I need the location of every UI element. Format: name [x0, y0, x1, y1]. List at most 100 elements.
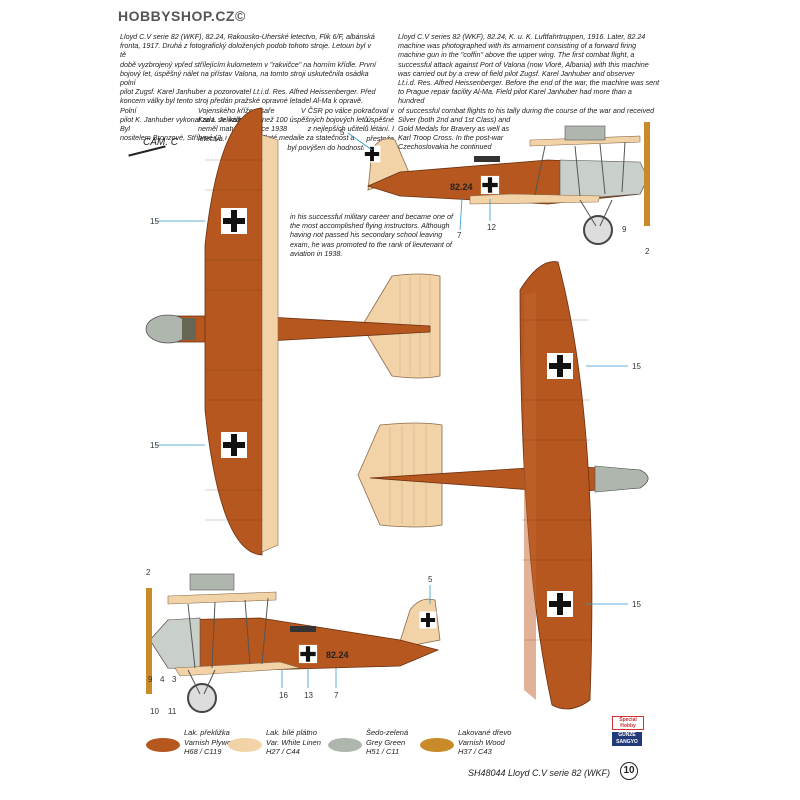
text-en-line: Czechoslovakia he continued [398, 142, 492, 152]
callout-2-b: 2 [146, 568, 151, 577]
text-cz-line: byl povýšen do hodnosti poručíka [287, 142, 394, 152]
legend-cz: Lak. překližka [184, 728, 230, 737]
text-en-line: successful attack against Port of Valona… [398, 59, 649, 69]
top-view: 15 15 [145, 107, 441, 556]
side-right-fin-cross [363, 145, 381, 163]
legend-en: Grey Green [366, 737, 406, 747]
text-en-line: in his successful military career and be… [290, 212, 453, 221]
legend-cz: Lak. bílé plátno [266, 728, 317, 737]
side-left-gun-coffin [189, 573, 235, 591]
text-en-line: Lloyd C.V series 82 (WKF), 82.24, K. u. … [398, 32, 646, 41]
legend-code: H27 / C44 [266, 747, 300, 756]
text-cz-line: době vyzbrojený vpřed střílejícím kulome… [120, 59, 376, 69]
legend-text: Lak. bílé plátno Var. White Linen H27 / … [266, 728, 321, 757]
camouflage-label: CAM. C [143, 137, 178, 148]
text-en-line: of successful combat flights to his tall… [398, 105, 655, 115]
text-en-line: to Prague repair facility Al-Ma. Field p… [398, 87, 632, 106]
side-left-wheel [187, 683, 217, 713]
callout-2-a: 2 [645, 247, 650, 256]
legend-code: H37 / C43 [458, 747, 492, 756]
callout-16: 16 [279, 691, 288, 700]
legend-en: Var. White Linen [266, 737, 321, 747]
legend-text: Lakované dřevo Varnish Wood H37 / C43 [458, 728, 511, 757]
side-right-machine-gun [474, 156, 500, 162]
bottom-view: 15 15 [357, 261, 649, 710]
callout-15-d: 15 [632, 600, 641, 609]
callout-9-a: 9 [622, 225, 627, 234]
swatch-grey-green [328, 738, 362, 752]
side-right-lower-wing [469, 193, 601, 205]
callout-4: 4 [160, 675, 165, 684]
side-view-right: 82.24 5 7 12 9 2 [340, 122, 650, 256]
text-en-line: Karl Troop Cross. In the post-war [398, 133, 504, 143]
legend-en: Varnish Plywood [184, 737, 240, 747]
side-left-propeller [146, 588, 152, 694]
side-right-gun-coffin [564, 125, 606, 141]
text-en-line: having not passed his secondary school l… [290, 230, 443, 240]
text-en-line: machine gun in the "coffin" above the up… [398, 50, 635, 60]
callout-10: 10 [150, 707, 159, 716]
side-left-engine [149, 617, 201, 671]
text-cz-cont: V ČSR po válce pokračoval v úspěšné z ne… [284, 106, 394, 152]
legend-code: H51 / C11 [366, 747, 400, 756]
text-en-line: machine was photographed with its armame… [398, 41, 637, 51]
side-left-fin-cross [419, 611, 437, 629]
footer-title: SH48044 Lloyd C.V serie 82 (WKF) [467, 768, 610, 778]
swatch-varnish-wood [420, 738, 454, 752]
legend-cz: Šedo-zelená [366, 728, 409, 737]
side-left-cross [298, 644, 318, 664]
side-right-serial: 82.24 [450, 182, 473, 192]
swatch-varnish-plywood [146, 738, 180, 752]
text-cz-line: Vojenského kříže císaře Karla. Jelikož [198, 106, 275, 125]
text-en-line: was carried out by a crew of field pilot… [398, 68, 635, 78]
text-en-line: exam, he was promoted to the rank of lie… [290, 239, 452, 249]
top-view-cross-upper [221, 208, 247, 234]
side-left-upper-wing [167, 591, 277, 605]
callout-15-a: 15 [150, 217, 159, 226]
side-right-cross [480, 175, 500, 195]
legend-text: Šedo-zelená Grey Green H51 / C11 [366, 728, 408, 757]
callout-7-a: 7 [457, 231, 462, 240]
text-cz-line: letectva. [198, 133, 225, 143]
text-en-line: Lt.i.d. Res. Alfred Heissenberger. Befor… [398, 78, 660, 88]
side-right-wheel [583, 215, 613, 245]
special-hobby-logo: Special Hobby [612, 716, 644, 730]
swatch-white-linen [228, 738, 262, 752]
callout-3: 3 [172, 675, 177, 684]
text-cz-line: pilot Zugsf. Karel Janhuber a pozorovate… [120, 87, 376, 97]
callout-7-b: 7 [334, 691, 339, 700]
bottom-view-engine [594, 465, 649, 493]
callout-9-b: 9 [148, 675, 153, 684]
top-view-engine [182, 318, 196, 340]
text-cz-line: Lloyd C.V serie 82 (WKF), 82.24, Rakousk… [120, 32, 375, 41]
text-en-line: Gold Medals for Bravery as well as [398, 124, 510, 134]
text-cz-line: koncem války byl tento stroj předán praž… [120, 96, 364, 115]
text-en-line: the most accomplished flying instructors… [290, 221, 450, 231]
legend-text: Lak. překližka Varnish Plywood H68 / C11… [184, 728, 240, 757]
text-cz-line: fronta, 1917. Druhá z fotografický dolož… [120, 41, 371, 60]
top-view-wing-trailing [261, 134, 279, 553]
side-left-fin [397, 598, 441, 649]
top-view-cross-lower [221, 432, 247, 458]
text-en-line: Silver (both 2nd and 1st Class) and [398, 114, 511, 124]
side-left-lower-wing [174, 661, 301, 677]
side-left-serial: 82.24 [326, 650, 349, 660]
gunze-sangyo-logo: GUNZE SANGYO [612, 732, 642, 746]
text-en-cont: in his successful military career and be… [290, 212, 460, 258]
callout-5-a: 5 [340, 128, 345, 137]
callout-5-b: 5 [428, 575, 433, 584]
callout-12: 12 [487, 223, 496, 232]
side-right-propeller [644, 122, 650, 226]
top-view-wing [204, 107, 263, 556]
text-cz-line: bojový let, úspěšný nálet na přístav Val… [120, 68, 369, 88]
text-cz-line: z nejlepších učitelů létání. I přestože [307, 124, 394, 143]
callout-15-b: 15 [150, 441, 159, 450]
callout-11: 11 [168, 707, 177, 716]
callout-13: 13 [304, 691, 313, 700]
page-number: 10 [620, 762, 638, 780]
text-cz-line: V ČSR po válce pokračoval v úspěšné [300, 106, 394, 125]
side-left-machine-gun [290, 626, 316, 632]
callout-15-c: 15 [632, 362, 641, 371]
watermark: HOBBYSHOP.CZ© [118, 8, 246, 24]
